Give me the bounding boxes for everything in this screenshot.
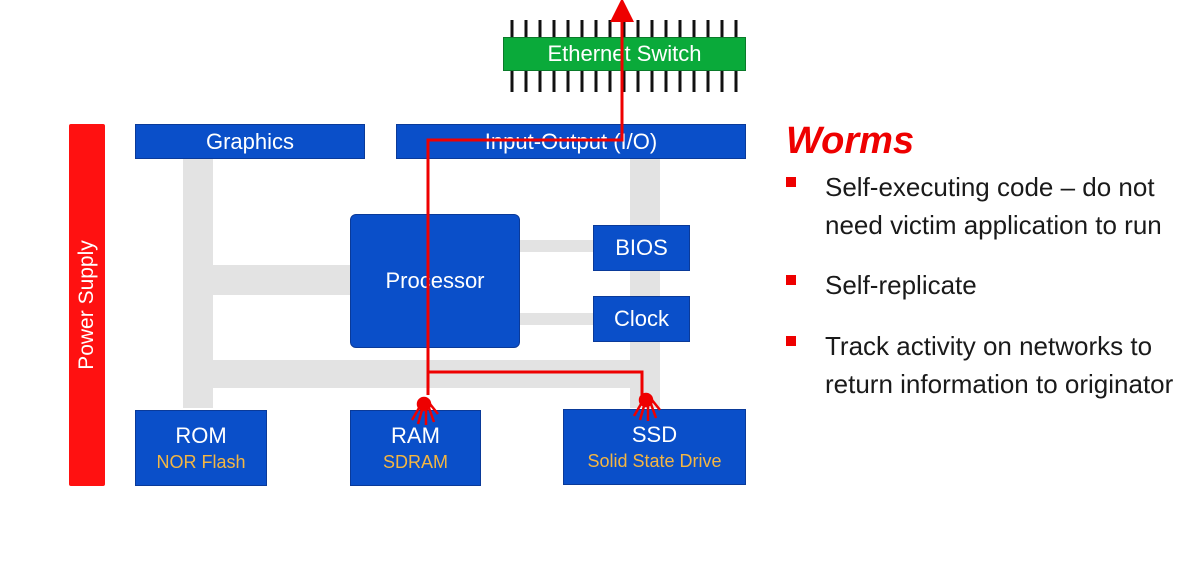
rom-title: ROM [175,423,227,448]
power-supply: Power Supply [69,124,105,486]
bus-proc-bios [518,240,598,252]
ram-title: RAM [391,423,440,448]
ssd-block: SSD Solid State Drive [563,409,746,485]
list-item: Track activity on networks to return inf… [786,327,1196,403]
ssd-subtitle: Solid State Drive [587,451,722,472]
bullet-square-icon [786,336,796,346]
ethernet-switch: Ethernet Switch [503,37,746,71]
rom-subtitle: NOR Flash [156,452,246,473]
bus-proc-clock [518,313,598,325]
ram-block: RAM SDRAM [350,410,481,486]
bullet-text: Track activity on networks to return inf… [825,331,1174,399]
graphics-block: Graphics [135,124,365,159]
worm-hand-icon [410,396,439,425]
bus-horizontal-mid [183,265,353,295]
rom-block: ROM NOR Flash [135,410,267,486]
bullet-square-icon [786,177,796,187]
bus-horizontal-bottom [183,360,660,388]
graphics-label: Graphics [205,128,295,154]
worm-route-branch [428,370,644,395]
list-item: Self-executing code – do not need victim… [786,168,1196,244]
ssd-title: SSD [631,422,678,447]
clock-block: Clock [593,296,690,342]
bios-label: BIOS [615,235,668,261]
worm-hand-icon [632,392,661,421]
bullet-square-icon [786,275,796,285]
bullet-text: Self-replicate [825,270,977,300]
processor-label: Processor [385,268,485,294]
bios-block: BIOS [593,225,690,271]
bullet-text: Self-executing code – do not need victim… [825,172,1162,240]
clock-label: Clock [613,306,669,332]
panel-title: Worms [786,120,915,162]
worm-route-main [426,22,624,395]
processor-block: Processor [350,214,520,348]
list-item: Self-replicate [786,266,1196,304]
ram-subtitle: SDRAM [382,452,448,473]
ethernet-switch-label: Ethernet Switch [547,41,702,66]
